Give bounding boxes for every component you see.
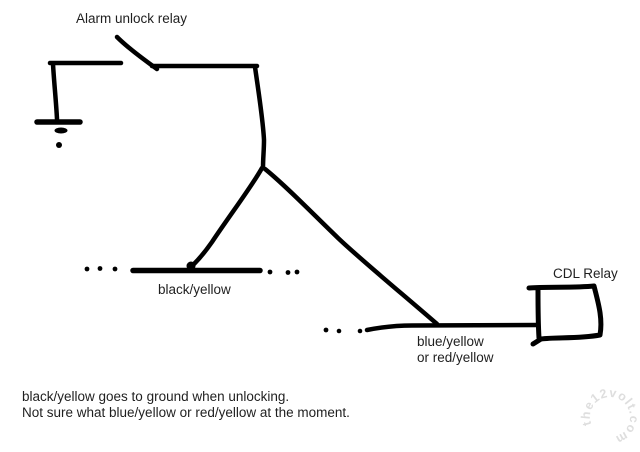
ground-dot bbox=[56, 142, 62, 148]
ground-stem bbox=[50, 61, 60, 122]
note-line-2: Not sure what blue/yellow or red/yellow … bbox=[22, 405, 350, 420]
notes-block: black/yellow goes to ground when unlocki… bbox=[22, 389, 350, 421]
blue-yellow-label-block: blue/yellow or red/yellow bbox=[417, 334, 494, 366]
break-dot bbox=[336, 328, 342, 334]
break-dot bbox=[294, 269, 300, 275]
note-line-1: black/yellow goes to ground when unlocki… bbox=[22, 389, 290, 404]
break-dot bbox=[97, 266, 103, 271]
ground-symbol bbox=[34, 61, 83, 148]
or-red-yellow-label: or red/yellow bbox=[417, 350, 494, 365]
black-yellow-wire-group bbox=[84, 266, 300, 275]
branch-to-blue-yellow bbox=[262, 166, 440, 327]
blue-yellow-wire bbox=[364, 322, 541, 333]
blue-yellow-wire-group bbox=[323, 322, 541, 334]
watermark: the12volt.com bbox=[569, 376, 640, 452]
ground-dash bbox=[54, 127, 68, 134]
branch-to-black-yellow bbox=[191, 165, 265, 267]
break-dot bbox=[357, 328, 363, 334]
break-dot bbox=[112, 266, 118, 272]
watermark-text: the12volt.com bbox=[569, 376, 640, 452]
black-yellow-label: black/yellow bbox=[158, 282, 231, 297]
cdl-relay-label: CDL Relay bbox=[553, 266, 618, 281]
break-dot bbox=[323, 327, 329, 333]
break-dot bbox=[285, 270, 291, 275]
alarm-unlock-relay-symbol bbox=[47, 34, 260, 72]
break-dot bbox=[267, 269, 273, 275]
alarm-unlock-relay-label: Alarm unlock relay bbox=[76, 11, 188, 26]
break-dot bbox=[84, 266, 90, 272]
cdl-relay-box bbox=[526, 283, 604, 347]
blue-yellow-label: blue/yellow bbox=[417, 334, 484, 349]
main-drop-wire bbox=[252, 64, 267, 171]
